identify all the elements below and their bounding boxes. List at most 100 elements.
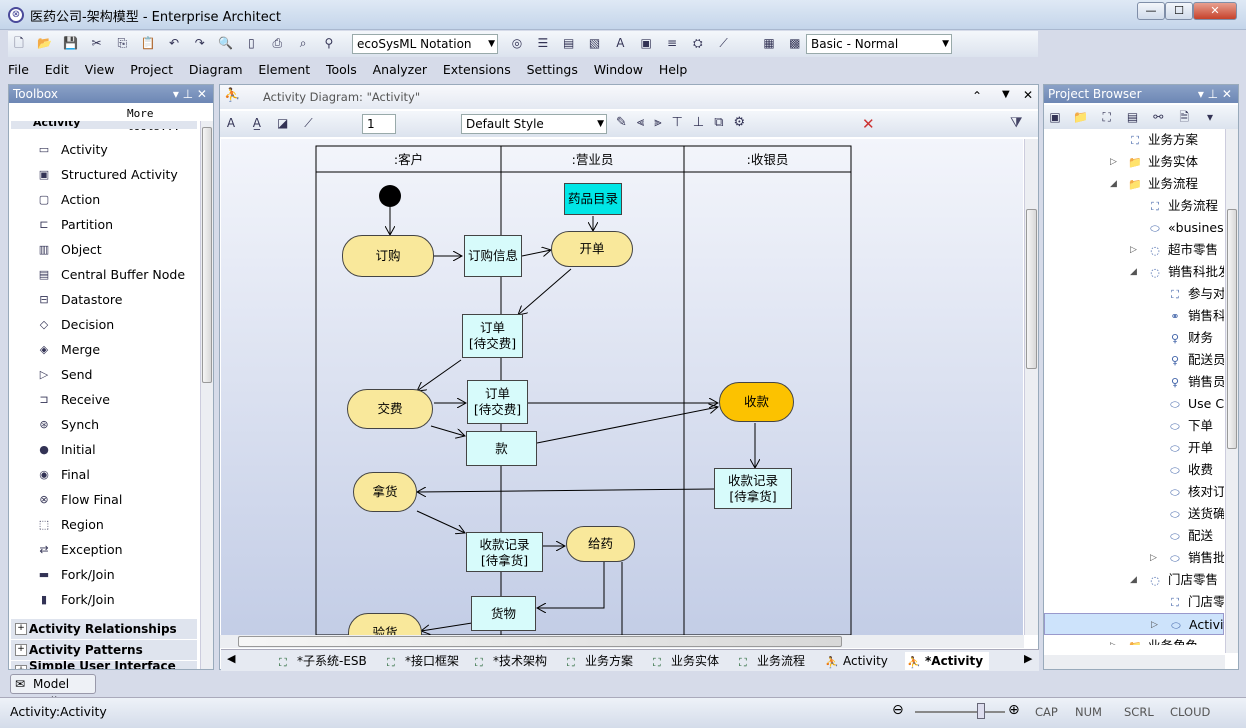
browser-vscroll[interactable] [1225,129,1238,653]
action-inspect[interactable]: 验货 [348,613,422,635]
browser-tree-item[interactable]: ⬭送货确 [1168,503,1224,525]
menu-window[interactable]: Window [593,62,643,77]
network-icon[interactable]: ⛭ [692,36,703,50]
zoom-out-icon[interactable]: ⊖ [892,702,904,718]
action-pay[interactable]: 交费 [347,389,433,429]
tab-tech[interactable]: ⛶*技术架构 [473,652,547,670]
pin-icon[interactable]: ▾ ⊥ ✕ [1197,87,1232,101]
align-bottom-icon[interactable]: ⊥ [692,115,715,130]
browser-tree-item[interactable]: ⛶业务方案 [1128,129,1198,151]
workspace-icon[interactable]: ▩ [789,36,801,50]
close-diagram-icon[interactable]: ✕ [1023,88,1034,102]
browser-hscroll[interactable] [1044,655,1225,669]
align-top-icon[interactable]: ⊤ [671,115,693,130]
menu-analyzer[interactable]: Analyzer [372,62,428,77]
tree-expander-icon[interactable]: ▷ [1130,245,1137,255]
diagram-hscroll-thumb[interactable] [238,636,842,647]
collapse-icon[interactable]: ⌃ [972,89,983,103]
minimize-button[interactable]: — [1137,2,1165,20]
paste-icon[interactable]: 📋 [140,36,156,50]
browser-tree-item[interactable]: ⛶门店零 [1168,591,1224,613]
close-button[interactable]: ✕ [1193,2,1237,20]
action-billing[interactable]: 开单 [551,231,633,267]
doc-icon[interactable]: ▧ [588,36,601,50]
folder-icon[interactable]: 📁 [1073,110,1089,124]
browser-tree-item[interactable]: ⛶业务流程 [1148,195,1218,217]
activity-section-header[interactable]: Activity [11,121,197,129]
save-icon[interactable]: 💾 [63,36,79,50]
action-order[interactable]: 订购 [342,235,434,277]
browser-tree-item[interactable]: ⬭配送 [1168,525,1213,547]
align-left-icon[interactable]: ⫷ [636,115,655,130]
tree-expander-icon[interactable]: ◢ [1130,267,1137,277]
browser-tree-item[interactable]: ⬭核对订 [1168,481,1224,503]
copy-icon[interactable]: ⎘ [117,36,128,50]
image-icon[interactable]: ▣ [640,36,652,50]
section-simple-user-interface[interactable]: Simple User Interface [11,661,197,669]
zoom-slider-thumb[interactable] [977,703,985,719]
new-package-icon[interactable]: ▣ [1049,110,1061,124]
diagram-vscroll-thumb[interactable] [1026,209,1037,369]
object-bill-pending-2[interactable]: 订单[待交费] [467,380,528,424]
tab-esb[interactable]: ⛶*子系统-ESB [277,652,367,670]
browser-tree-item[interactable]: ▷📁业务角色 [1110,635,1198,645]
fill-icon[interactable]: ◪ [276,116,289,130]
style-select[interactable]: Default Style▼ [461,114,607,134]
tree-expander-icon[interactable]: ◢ [1130,575,1137,585]
browser-scroll-thumb[interactable] [1227,209,1237,449]
page-icon[interactable]: ▯ [248,36,255,50]
browser-tree-item[interactable]: ▷⬭销售批 [1150,547,1224,569]
preview-icon[interactable]: 🔍 [218,36,234,50]
menu-extensions[interactable]: Extensions [442,62,511,77]
object-payment-record-2[interactable]: 收款记录[待拿货] [466,532,543,572]
find-icon[interactable]: ⌕ [299,36,307,50]
object-order-info[interactable]: 订购信息 [464,235,522,277]
browser-tree-item[interactable]: ♀财务 [1168,327,1213,349]
browser-tree-item[interactable]: ◢◌门店零售 [1130,569,1218,591]
align-right-icon[interactable]: ⫸ [654,115,672,130]
lane-cashier[interactable]: :收银员 [746,152,789,167]
model-mail-button[interactable]: ✉Model Mail [10,674,96,709]
zoom-slider[interactable] [915,711,1005,713]
browser-tree-item[interactable]: ♀配送员 [1168,349,1224,371]
browser-tree-item[interactable]: ⬭Use C [1168,393,1224,415]
object-bill-pending[interactable]: 订单[待交费] [462,314,523,358]
action-dispense[interactable]: 给药 [566,526,635,562]
menu-file[interactable]: File [8,62,29,77]
lane-clerk[interactable]: :营业员 [571,152,614,167]
object-payment[interactable]: 款 [466,431,537,466]
font-color-icon[interactable]: A̲ [252,116,261,130]
browser-tree-item[interactable]: ⬭开单 [1168,437,1213,459]
search-icon[interactable]: ⚲ [324,36,334,50]
object-goods[interactable]: 货物 [471,596,536,631]
section-activity-relationships[interactable]: Activity Relationships [11,619,197,639]
notation-select[interactable]: ecoSysML Notation▼ [352,34,498,54]
menu-help[interactable]: Help [658,62,688,77]
cut-icon[interactable]: ✂ [91,36,102,50]
layout-icon[interactable]: ▦ [763,36,775,50]
tab-activity-active[interactable]: ⛹*Activity [905,652,990,670]
menu-edit[interactable]: Edit [44,62,69,77]
menu-settings[interactable]: Settings [526,62,578,77]
undo-icon[interactable]: ↶ [168,36,179,50]
browser-tree-item[interactable]: ⚭销售科 [1168,305,1224,327]
dropdown-icon[interactable]: ▼ [1002,89,1010,100]
list-icon[interactable]: ≡ [666,36,677,50]
action-pickup[interactable]: 拿货 [353,472,417,512]
same-size-icon[interactable]: ⧉ [714,115,734,130]
format-painter-icon[interactable]: ✎ [616,115,637,130]
menu-diagram[interactable]: Diagram [188,62,243,77]
toolbox-scroll-thumb[interactable] [202,127,212,383]
diagram-canvas[interactable]: :客户 :营业员 :收银员 订购 订购信息 药品目录 开单 订单[待交费] 交费… [221,139,1023,635]
print-icon[interactable]: ⎙ [272,36,283,50]
tab-interface[interactable]: ⛶*接口框架 [385,652,459,670]
font-icon[interactable]: A [616,36,625,50]
notes-icon[interactable]: ▤ [562,36,575,50]
browser-tree-item[interactable]: ◢📁业务流程 [1110,173,1198,195]
tab-plan[interactable]: ⛶业务方案 [565,652,633,670]
delete-icon[interactable]: ✕ [862,115,875,133]
tab-scroll-right-icon[interactable]: ▶ [1024,652,1033,665]
new-icon[interactable]: 🗋 [14,36,24,50]
line-color-icon[interactable]: ⟋ [304,116,313,130]
line-width-select[interactable]: 1 [362,114,396,134]
